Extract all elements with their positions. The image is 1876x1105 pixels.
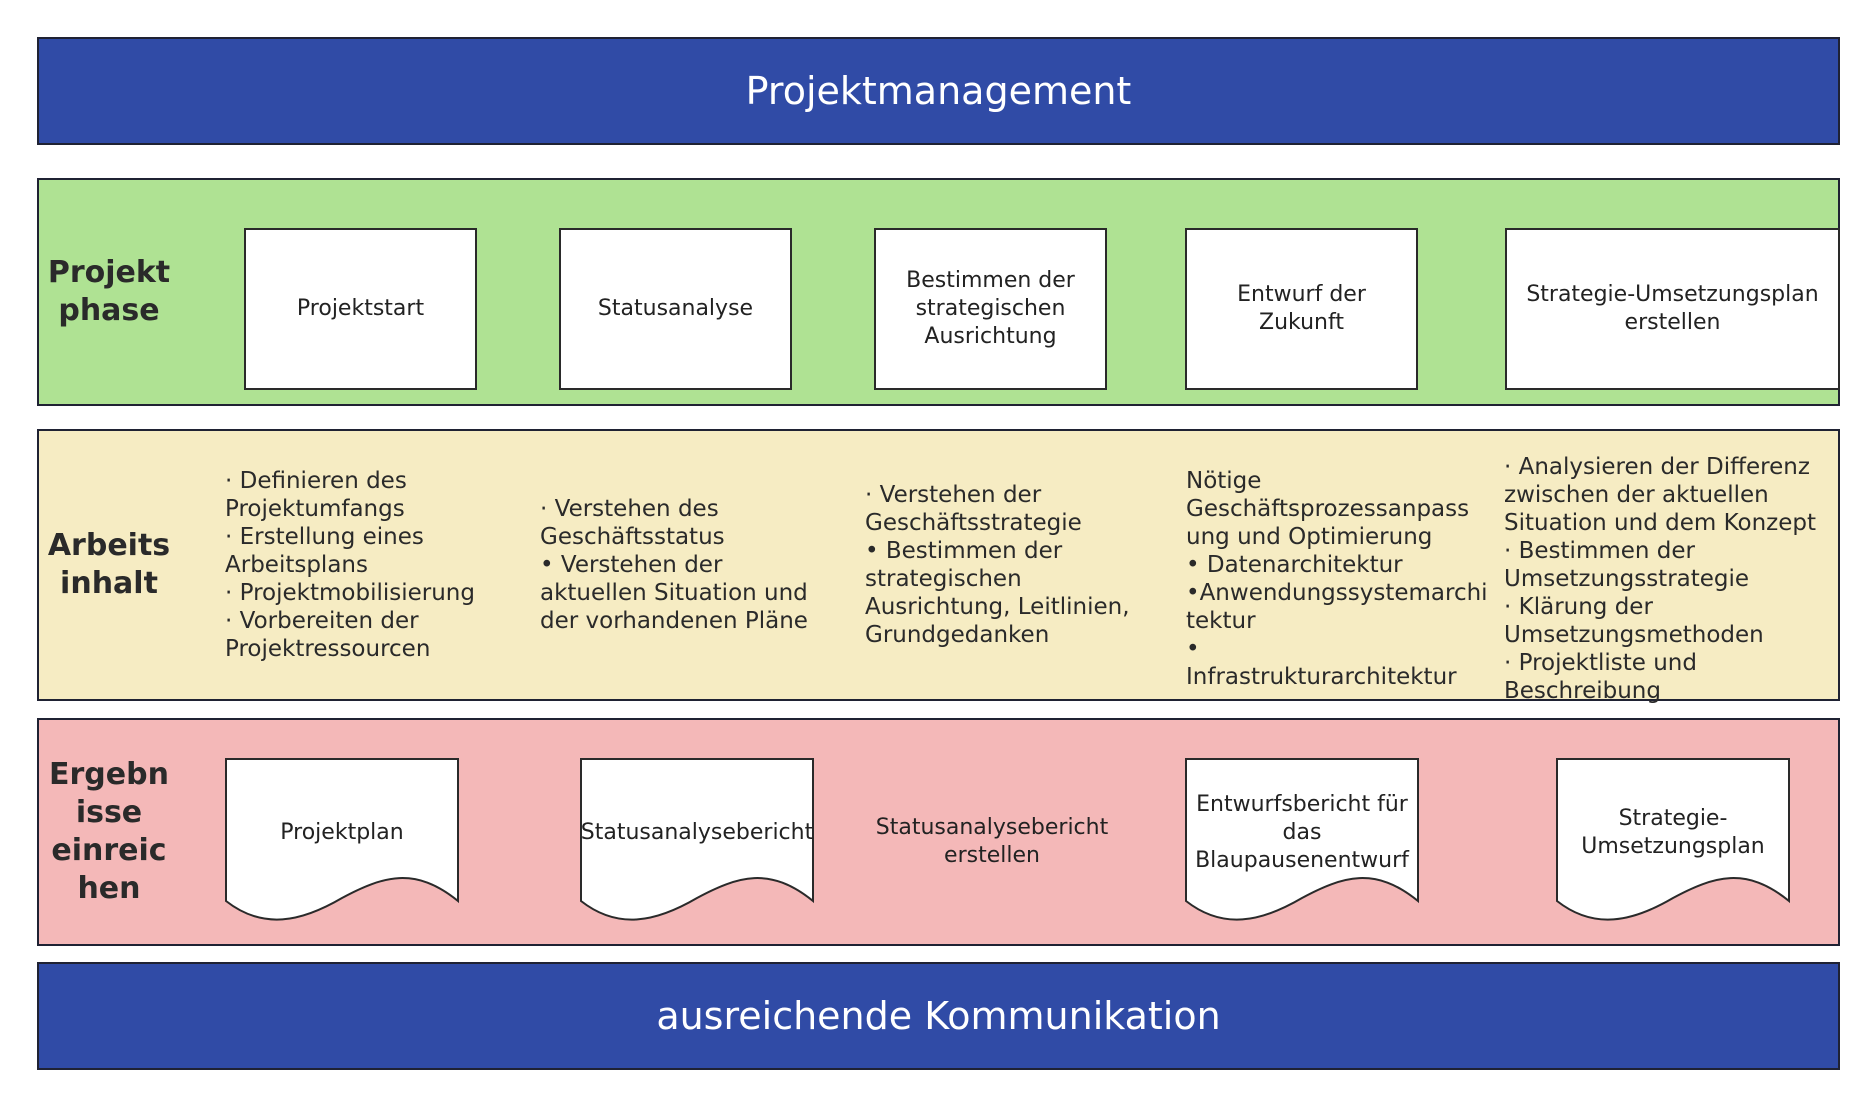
row-work-content: Arbeits inhalt · Definieren des Projektu… bbox=[37, 429, 1840, 704]
document-shape-icon bbox=[225, 758, 459, 921]
result-document-2: Statusanalysebericht bbox=[580, 758, 814, 930]
result-label-2: Statusanalysebericht bbox=[580, 820, 814, 845]
work-col-5: · Analysieren der Differenz zwischen der… bbox=[1504, 454, 1817, 704]
footer-title: ausreichende Kommunikation bbox=[656, 994, 1221, 1038]
row-label-phase: Projekt phase bbox=[47, 255, 171, 328]
header-title: Projektmanagement bbox=[745, 69, 1132, 113]
work-col-1: · Definieren des Projektumfangs · Erstel… bbox=[225, 468, 475, 662]
result-label-5: Strategie- Umsetzungsplan bbox=[1581, 806, 1765, 859]
header-band: Projektmanagement bbox=[37, 37, 1840, 145]
row-project-phase: Projekt phase Projektstart Statusanalyse… bbox=[37, 178, 1840, 406]
result-text-3: Statusanalysebericht erstellen bbox=[875, 815, 1109, 868]
result-document-4: Entwurfsbericht für das Blaupausenentwur… bbox=[1185, 758, 1419, 930]
phase-box-4: Entwurf der Zukunft bbox=[1185, 228, 1418, 390]
document-shape-icon bbox=[1556, 758, 1790, 921]
work-col-4: Nötige Geschäftsprozessanpass ung und Op… bbox=[1186, 468, 1488, 690]
result-document-1: Projektplan bbox=[225, 758, 459, 930]
phase-box-3: Bestimmen der strategischen Ausrichtung bbox=[874, 228, 1107, 390]
phase-box-5: Strategie-Umsetzungsplan erstellen bbox=[1505, 228, 1840, 390]
work-col-3: · Verstehen der Geschäftsstrategie • Bes… bbox=[865, 482, 1130, 648]
work-col-2: · Verstehen des Geschäftsstatus • Verste… bbox=[540, 496, 808, 634]
phase-box-2: Statusanalyse bbox=[559, 228, 792, 390]
result-label-1: Projektplan bbox=[280, 820, 404, 845]
document-shape-icon bbox=[580, 758, 814, 921]
phase-box-1: Projektstart bbox=[244, 228, 477, 390]
footer-band: ausreichende Kommunikation bbox=[37, 962, 1840, 1070]
row-results: Ergebn isse einreic hen Projektplan Stat… bbox=[37, 718, 1840, 946]
document-shape-icon bbox=[1185, 758, 1419, 921]
row-label-results: Ergebn isse einreic hen bbox=[49, 757, 169, 906]
result-label-4: Entwurfsbericht für das Blaupausenentwur… bbox=[1195, 792, 1409, 873]
row-label-work: Arbeits inhalt bbox=[47, 528, 171, 601]
result-document-5: Strategie- Umsetzungsplan bbox=[1556, 758, 1790, 930]
